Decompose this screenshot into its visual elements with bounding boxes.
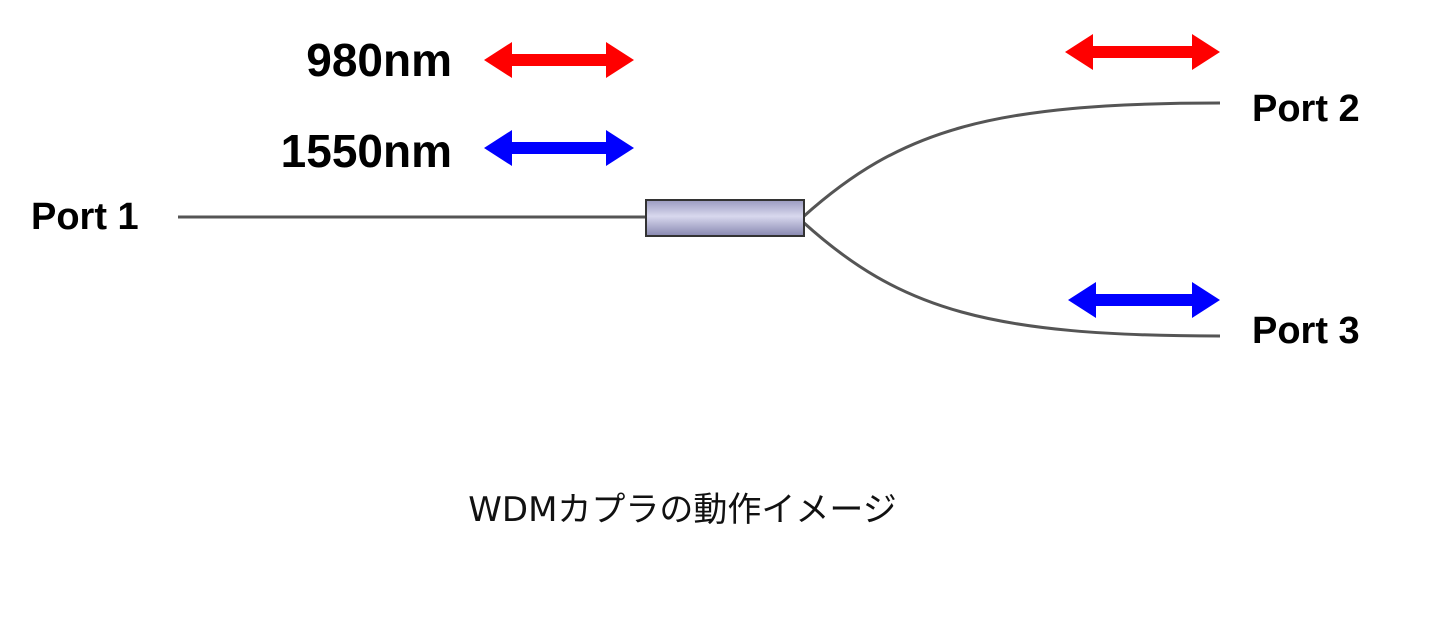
arrow-port-2-icon (1065, 34, 1220, 70)
wavelength-980nm-label: 980nm (306, 34, 452, 86)
arrow-port-3-icon (1068, 282, 1220, 318)
wdm-coupler-icon (645, 199, 805, 237)
fiber-port-2 (801, 101, 1221, 219)
wavelength-1550nm-label: 1550nm (280, 125, 452, 177)
diagram-caption: WDMカプラの動作イメージ (468, 490, 897, 530)
port-1-label: Port 1 (31, 196, 139, 238)
port-3-label: Port 3 (1252, 310, 1360, 352)
arrow-1550nm-left-icon (484, 130, 634, 166)
arrow-980nm-left-icon (484, 42, 634, 78)
fiber-port-3 (801, 220, 1221, 338)
port-2-label: Port 2 (1252, 88, 1360, 130)
